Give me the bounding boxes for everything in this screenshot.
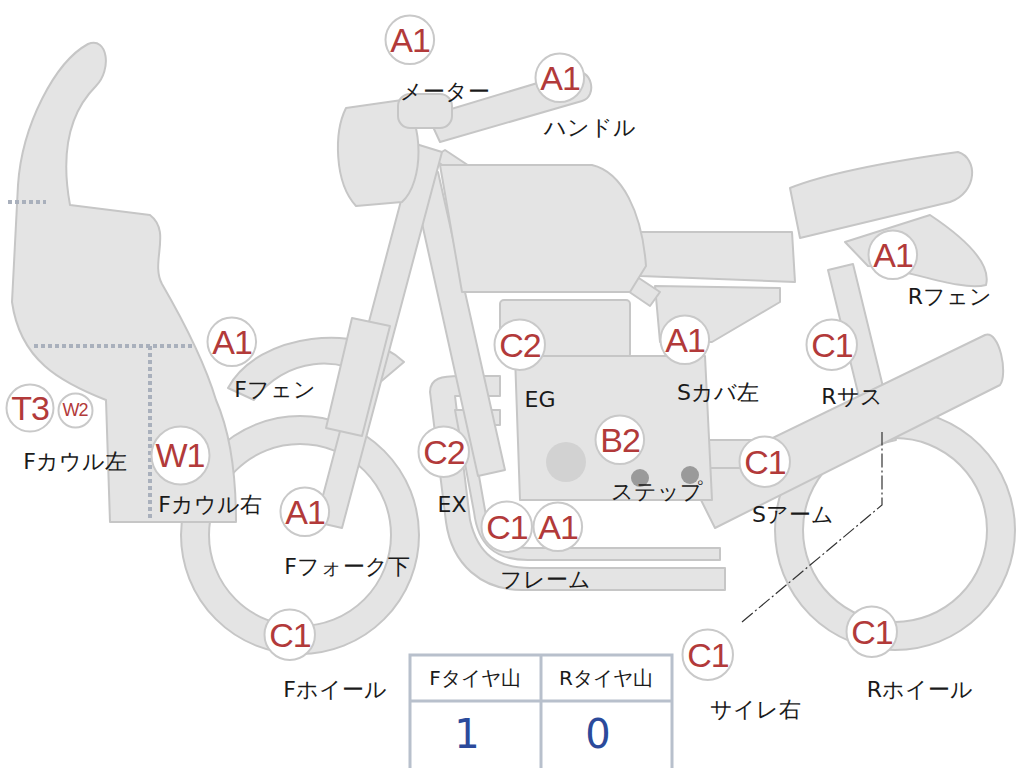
callout-circle-outline [807,320,857,370]
part-name: Rホイール [867,678,973,702]
damage-callout: C1 [845,605,898,658]
table-rule [540,655,543,768]
damage-callout: C2 [417,425,470,478]
part-name: EX [438,493,467,517]
fairing-split-line [8,200,46,204]
part-name: フレーム [500,568,591,592]
damage-callout: W2 [57,392,94,429]
callout-code: C1 [687,638,728,672]
callout-circle-outline [208,318,257,367]
table-cell: Fタイヤ山 [429,667,521,689]
damage-callout: A1 [532,501,584,553]
fuel-tank [440,165,646,292]
callout-code: C1 [811,328,852,362]
callout-code: C1 [486,510,527,544]
damage-callout: A1 [659,314,711,366]
callout-circle-outline [661,316,710,365]
damage-callout: C1 [480,500,533,553]
callout-circle-outline [7,385,54,432]
callout-circle-outline [386,16,435,65]
part-name: ハンドル [544,116,636,140]
callout-circle-outline [58,393,92,427]
callout-code: A1 [212,325,252,359]
callout-code: A1 [285,495,325,529]
callout-circle-outline [536,54,585,103]
part-name: Fカウル左 [23,450,127,474]
leader-line [742,432,882,622]
callout-circle-outline [534,503,583,552]
callout-circle-outline [281,488,330,537]
callout-circle-outline [265,610,315,660]
damage-callout: B2 [594,414,646,466]
rear-fender [845,215,987,286]
callout-code: W2 [63,401,88,419]
engine-block [515,356,712,500]
callout-code: A1 [873,238,913,272]
callout-circle-outline [847,607,897,657]
callout-circle-outline [495,320,545,370]
damage-callout: A1 [534,52,586,104]
callout-code: C2 [423,435,464,469]
damage-callout: W1 [150,425,211,486]
part-name: EG [525,388,556,412]
part-name: Fフェン [234,378,316,402]
fork-sleeve [326,318,390,436]
damage-callout: A1 [867,229,919,281]
part-name: ステップ [611,480,703,504]
fairing-split-line [148,346,152,520]
damage-callout: A1 [384,14,436,66]
tyre-table [410,655,672,768]
damage-callout: C1 [263,608,316,661]
part-name: Rフェン [908,285,992,309]
callout-code: B2 [600,423,640,457]
part-name: サイレ右 [710,698,801,722]
callout-code: C2 [499,328,540,362]
fairing-split-line [34,344,192,348]
part-name: Rサス [821,385,882,409]
callout-code: A1 [538,510,578,544]
damage-callout: C1 [738,435,791,488]
callout-code: A1 [540,61,580,95]
part-name: Sカバ左 [677,381,759,405]
table-cell: 0 [585,712,610,756]
damage-callout: A1 [206,316,258,368]
callout-code: C1 [744,445,785,479]
callout-circle-outline [740,437,790,487]
table-frame [410,655,672,768]
damage-callout: T3 [5,383,55,433]
callout-code: T3 [11,391,49,425]
callout-code: W1 [156,438,205,472]
tail-seat [790,152,972,238]
callout-circle-outline [683,630,733,680]
engine-cover [546,442,586,482]
fairing [12,43,236,522]
table-cell: 1 [454,712,479,756]
part-name: Sアーム [752,503,834,527]
frame-backbone [432,150,660,306]
damage-callout: A1 [279,486,331,538]
seat [640,232,795,282]
damage-callout: C1 [681,628,734,681]
callout-code: C1 [269,618,310,652]
callout-circle-outline [482,502,532,552]
damage-callout: C1 [805,318,858,371]
callout-circle-outline [596,416,645,465]
part-name: メーター [400,80,490,104]
callout-circle-outline [869,231,918,280]
damage-callout: C2 [493,318,546,371]
part-name: Fホイール [283,678,387,702]
callout-circle-outline [151,426,209,484]
front-wheel-inner [209,444,391,626]
callout-code: A1 [390,23,430,57]
callout-circle-outline [419,427,469,477]
callout-code: C1 [851,615,892,649]
part-name: Fカウル右 [158,493,262,517]
callout-code: A1 [665,323,705,357]
table-cell: Rタイヤ山 [559,667,653,689]
part-name: Fフォーク下 [284,555,410,579]
